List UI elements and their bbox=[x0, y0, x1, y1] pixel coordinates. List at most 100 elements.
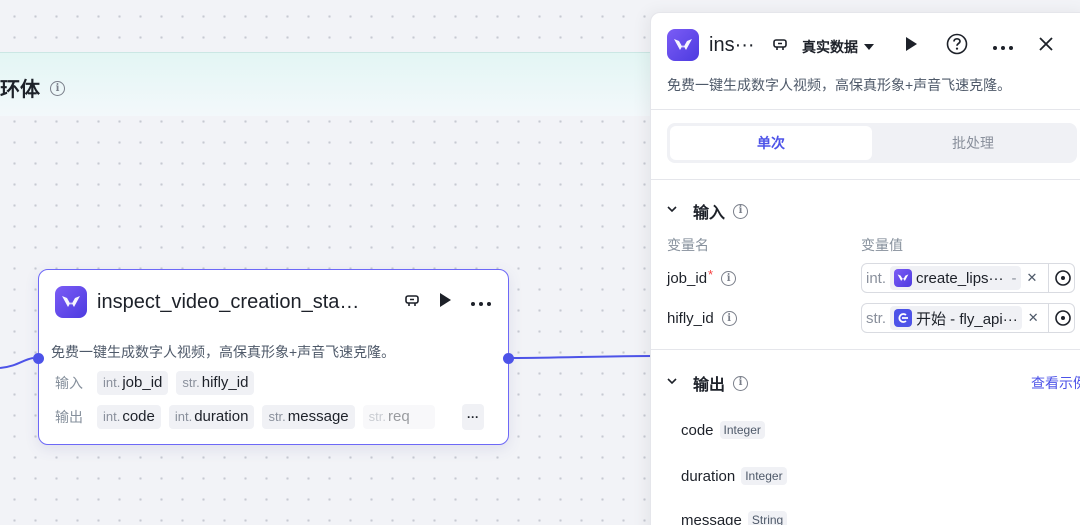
outgoing-wire bbox=[511, 355, 653, 359]
output-name: code bbox=[681, 421, 714, 439]
param-name: code bbox=[122, 408, 155, 425]
more-outputs-button[interactable]: ··· bbox=[462, 404, 484, 430]
view-example-link[interactable]: 查看示例 bbox=[1031, 375, 1080, 391]
type-prefix: str. bbox=[268, 409, 286, 424]
divider bbox=[651, 179, 1080, 180]
output-port[interactable] bbox=[503, 353, 514, 364]
start-node-icon bbox=[894, 309, 913, 327]
node-detail-panel: ins··· 真实数据 免费一键生成数字人视频，高保真形象+声音飞速克隆。 bbox=[650, 12, 1080, 525]
test-run-icon[interactable] bbox=[772, 36, 788, 57]
tab-single[interactable]: 单次 bbox=[670, 126, 872, 160]
outputs-label: 输出 bbox=[55, 409, 83, 425]
input-section-title: 输入 bbox=[693, 205, 726, 222]
output-tag-req: str.req bbox=[362, 405, 435, 429]
data-mode-value: 真实数据 bbox=[802, 38, 858, 55]
help-icon[interactable] bbox=[946, 33, 968, 60]
divider bbox=[651, 349, 1080, 350]
info-icon[interactable]: i bbox=[733, 203, 749, 219]
param-name: message bbox=[287, 408, 349, 425]
variable-target-icon[interactable] bbox=[1048, 304, 1076, 332]
type-badge: Integer bbox=[741, 467, 787, 485]
reference-text: 开始 - fly_api··· bbox=[916, 310, 1018, 328]
clear-icon[interactable]: ✕ bbox=[1027, 310, 1039, 325]
type-prefix: int. bbox=[103, 375, 121, 390]
reference-text: create_lips··· bbox=[916, 269, 1004, 287]
param-value-hifly-id[interactable]: str. 开始 - fly_api··· ✕ bbox=[861, 303, 1075, 333]
input-port[interactable] bbox=[33, 353, 44, 364]
param-name-hifly-id: hifly_id i bbox=[667, 310, 737, 327]
output-name: message bbox=[681, 511, 742, 525]
close-icon[interactable] bbox=[1038, 36, 1054, 57]
type-prefix: int. bbox=[103, 409, 121, 424]
type-prefix: str. bbox=[368, 409, 386, 424]
param-label: hifly_id bbox=[667, 310, 714, 327]
chevron-down-icon bbox=[667, 378, 677, 385]
play-icon[interactable] bbox=[904, 36, 918, 57]
clear-icon[interactable]: ✕ bbox=[1026, 270, 1038, 285]
node-actions bbox=[404, 292, 492, 313]
reference-suffix: - bbox=[1011, 269, 1017, 287]
variable-reference-chip[interactable]: create_lips··· - bbox=[890, 266, 1021, 290]
more-icon[interactable] bbox=[470, 294, 492, 312]
node-title: inspect_video_creation_sta… bbox=[97, 290, 360, 313]
play-icon[interactable] bbox=[438, 292, 452, 313]
type-prefix: str. bbox=[182, 375, 200, 390]
variable-target-icon[interactable] bbox=[1048, 264, 1076, 292]
data-mode-select[interactable]: 真实数据 bbox=[802, 37, 874, 57]
tab-batch[interactable]: 批处理 bbox=[952, 135, 994, 151]
column-label-value: 变量值 bbox=[861, 237, 903, 253]
loop-title-text: 环体 bbox=[0, 79, 40, 101]
info-icon[interactable]: i bbox=[50, 81, 65, 97]
input-tag-hifly-id: str.hifly_id bbox=[176, 371, 255, 395]
loop-title: 环体 i bbox=[0, 73, 65, 102]
app-logo-icon bbox=[667, 29, 699, 61]
type-prefix: int. bbox=[866, 269, 887, 287]
type-prefix: int. bbox=[174, 409, 193, 424]
plugin-node-card[interactable]: inspect_video_creation_sta… 免费一键生成数字人视频，… bbox=[33, 269, 514, 445]
panel-title: ins··· bbox=[709, 33, 755, 56]
output-row-message: message String bbox=[681, 511, 788, 525]
panel-header: ins··· 真实数据 bbox=[667, 29, 1067, 61]
input-tag-job-id: int.job_id bbox=[97, 371, 169, 395]
output-section-title: 输出 bbox=[693, 377, 726, 394]
output-tag-code: int.code bbox=[97, 405, 161, 429]
param-name: hifly_id bbox=[201, 374, 249, 391]
param-label: job_id bbox=[667, 270, 708, 287]
test-run-icon[interactable] bbox=[404, 292, 420, 313]
param-name-job-id: job_id* i bbox=[667, 267, 737, 287]
chevron-down-icon bbox=[667, 206, 677, 213]
info-icon[interactable]: i bbox=[721, 271, 737, 286]
output-tag-message: str.message bbox=[262, 405, 355, 429]
panel-actions: 真实数据 bbox=[772, 33, 1054, 60]
column-label-name: 变量名 bbox=[667, 237, 709, 253]
node-header: inspect_video_creation_sta… bbox=[55, 286, 393, 318]
param-name: req bbox=[388, 408, 410, 425]
param-name: job_id bbox=[122, 374, 163, 391]
app-logo-icon bbox=[894, 269, 913, 287]
node-outputs-row: 输出 int.code int.duration str.message str… bbox=[55, 405, 443, 429]
inputs-label: 输入 bbox=[55, 375, 83, 391]
param-value-job-id[interactable]: int. create_lips··· - ✕ bbox=[861, 263, 1075, 293]
node-description: 免费一键生成数字人视频，高保真形象+声音飞速克隆。 bbox=[51, 344, 396, 360]
run-mode-tabs: 单次 批处理 bbox=[667, 123, 1077, 163]
panel-description: 免费一键生成数字人视频，高保真形象+声音飞速克隆。 bbox=[667, 77, 1012, 93]
more-icon[interactable] bbox=[992, 38, 1014, 56]
loop-container: 环体 i bbox=[0, 52, 680, 116]
variable-reference-chip[interactable]: 开始 - fly_api··· bbox=[890, 306, 1022, 330]
dropdown-arrow-icon bbox=[864, 43, 874, 50]
incoming-wire bbox=[0, 357, 34, 369]
required-mark: * bbox=[708, 267, 714, 282]
node-inputs-row: 输入 int.job_id str.hifly_id bbox=[55, 371, 262, 395]
output-tag-duration: int.duration bbox=[168, 405, 255, 429]
info-icon[interactable]: i bbox=[721, 311, 737, 326]
divider bbox=[651, 109, 1080, 110]
app-logo-icon bbox=[55, 286, 87, 318]
input-section-header[interactable]: 输入 i bbox=[667, 199, 749, 223]
output-section-header[interactable]: 输出 i bbox=[667, 371, 749, 395]
type-badge: String bbox=[747, 511, 788, 525]
type-prefix: str. bbox=[866, 309, 887, 327]
info-icon[interactable]: i bbox=[733, 375, 749, 391]
